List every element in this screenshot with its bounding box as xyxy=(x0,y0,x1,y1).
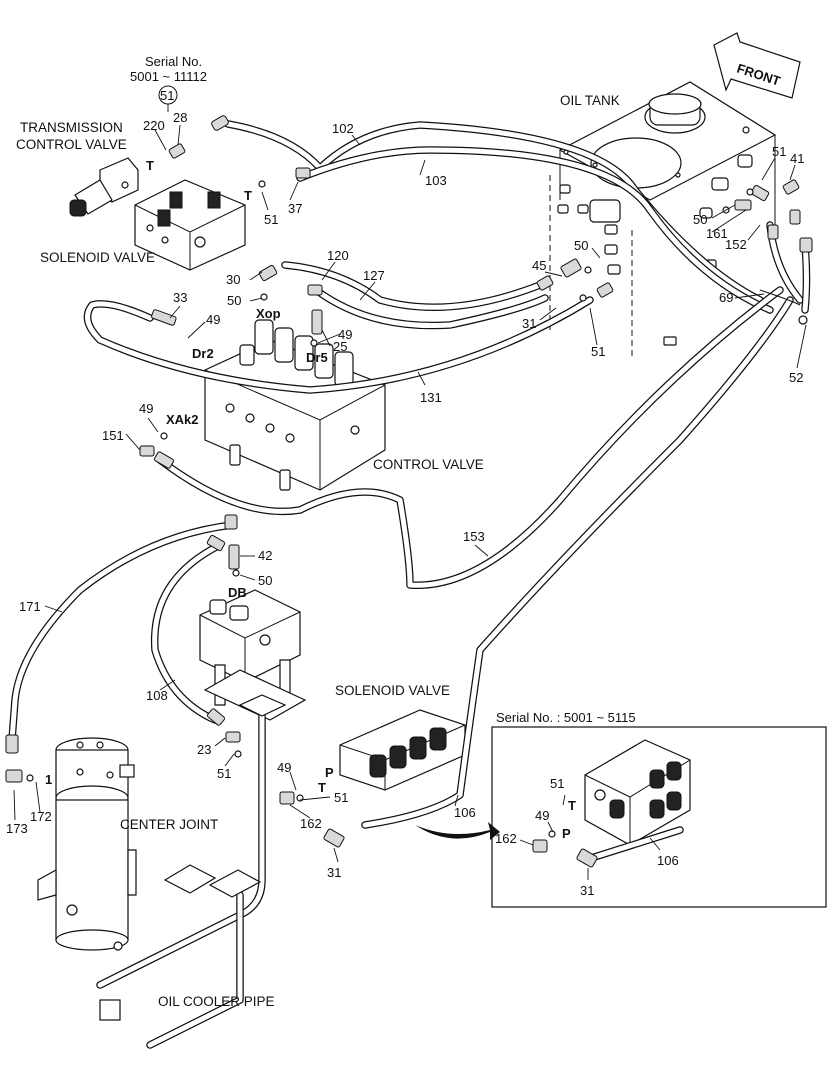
serial-circle xyxy=(158,85,178,105)
callout-31b: 31 xyxy=(327,865,341,880)
label-solenoid-valve-top: SOLENOID VALVE xyxy=(40,250,155,265)
inset-port-t: T xyxy=(568,798,576,813)
callout-25: 25 xyxy=(333,339,347,354)
callout-51d: 51 xyxy=(217,766,231,781)
inset-title: Serial No. : 5001 ~ 5115 xyxy=(496,710,636,725)
fittings xyxy=(5,115,813,848)
port-db: DB xyxy=(228,585,247,600)
callout-31a: 31 xyxy=(522,316,536,331)
callout-49b: 49 xyxy=(338,327,352,342)
port-t2: T xyxy=(244,188,252,203)
port-dr5: Dr5 xyxy=(306,350,328,365)
callout-49a: 49 xyxy=(206,312,220,327)
callout-152: 152 xyxy=(725,237,747,252)
callout-50b: 50 xyxy=(574,238,588,253)
label-oil-tank: OIL TANK xyxy=(560,93,620,108)
callout-49c: 49 xyxy=(139,401,153,416)
port-xop: Xop xyxy=(256,306,281,321)
callout-162a: 162 xyxy=(300,816,322,831)
label-control-valve-top: CONTROL VALVE xyxy=(16,137,127,152)
callout-120: 120 xyxy=(327,248,349,263)
callout-30: 30 xyxy=(226,272,240,287)
callout-51b: 51 xyxy=(772,144,786,159)
callout-50a: 50 xyxy=(693,212,707,227)
callout-51e: 51 xyxy=(334,790,348,805)
port-t-main: T xyxy=(318,780,326,795)
callout-161: 161 xyxy=(706,226,728,241)
callout-23: 23 xyxy=(197,742,211,757)
inset-box xyxy=(491,726,827,908)
callout-220: 220 xyxy=(143,118,165,133)
callout-45: 45 xyxy=(532,258,546,273)
callout-131: 131 xyxy=(420,390,442,405)
callout-153: 153 xyxy=(463,529,485,544)
serial-top-line1: Serial No. xyxy=(145,54,202,69)
control-valve xyxy=(204,319,386,491)
inset-port-p: P xyxy=(562,826,571,841)
callout-127: 127 xyxy=(363,268,385,283)
labels: Serial No. 5001 ~ 11112 51 TRANSMISSION … xyxy=(6,54,804,1009)
solenoid-valve-top xyxy=(134,179,246,271)
callout-37: 37 xyxy=(288,201,302,216)
callout-28: 28 xyxy=(173,110,187,125)
inset-pointer xyxy=(415,822,500,840)
callout-151: 151 xyxy=(102,428,124,443)
pump-unit xyxy=(199,589,307,721)
tank-fittings xyxy=(557,154,753,346)
callout-49d: 49 xyxy=(277,760,291,775)
callout-171: 171 xyxy=(19,599,41,614)
inset-callout-31: 31 xyxy=(580,883,594,898)
callout-52: 52 xyxy=(789,370,803,385)
label-transmission: TRANSMISSION xyxy=(20,120,123,135)
leader-lines xyxy=(13,102,807,880)
callout-106a: 106 xyxy=(454,805,476,820)
callout-172: 172 xyxy=(30,809,52,824)
callout-102: 102 xyxy=(332,121,354,136)
callout-51c: 51 xyxy=(591,344,605,359)
port-t1: T xyxy=(146,158,154,173)
port-dr2: Dr2 xyxy=(192,346,214,361)
center-joint xyxy=(37,737,137,951)
inset-callout-51: 51 xyxy=(550,776,564,791)
label-control-valve: CONTROL VALVE xyxy=(373,457,484,472)
label-center-joint: CENTER JOINT xyxy=(120,817,218,832)
port-p-main: P xyxy=(325,765,334,780)
inset-callout-162: 162 xyxy=(495,831,517,846)
callout-173: 173 xyxy=(6,821,28,836)
front-arrow: FRONT xyxy=(713,32,801,99)
callout-103: 103 xyxy=(425,173,447,188)
solenoid-valve-bottom xyxy=(339,709,466,791)
callout-69: 69 xyxy=(719,290,733,305)
callout-41: 41 xyxy=(790,151,804,166)
port-one: 1 xyxy=(45,772,52,787)
callout-50c: 50 xyxy=(227,293,241,308)
callout-50d: 50 xyxy=(258,573,272,588)
callout-108: 108 xyxy=(146,688,168,703)
inset-callout-49: 49 xyxy=(535,808,549,823)
callout-42: 42 xyxy=(258,548,272,563)
inset-callout-106: 106 xyxy=(657,853,679,868)
callout-51a: 51 xyxy=(264,212,278,227)
serial-top-line2: 5001 ~ 11112 xyxy=(130,69,207,84)
oil-cooler-pipe xyxy=(96,694,287,1049)
serial-circled-number: 51 xyxy=(160,88,174,103)
port-xak2: XAk2 xyxy=(166,412,199,427)
label-oil-cooler-pipe: OIL COOLER PIPE xyxy=(158,994,275,1009)
label-solenoid-valve-bottom: SOLENOID VALVE xyxy=(335,683,450,698)
callout-33: 33 xyxy=(173,290,187,305)
transmission-control-valve xyxy=(69,157,139,217)
